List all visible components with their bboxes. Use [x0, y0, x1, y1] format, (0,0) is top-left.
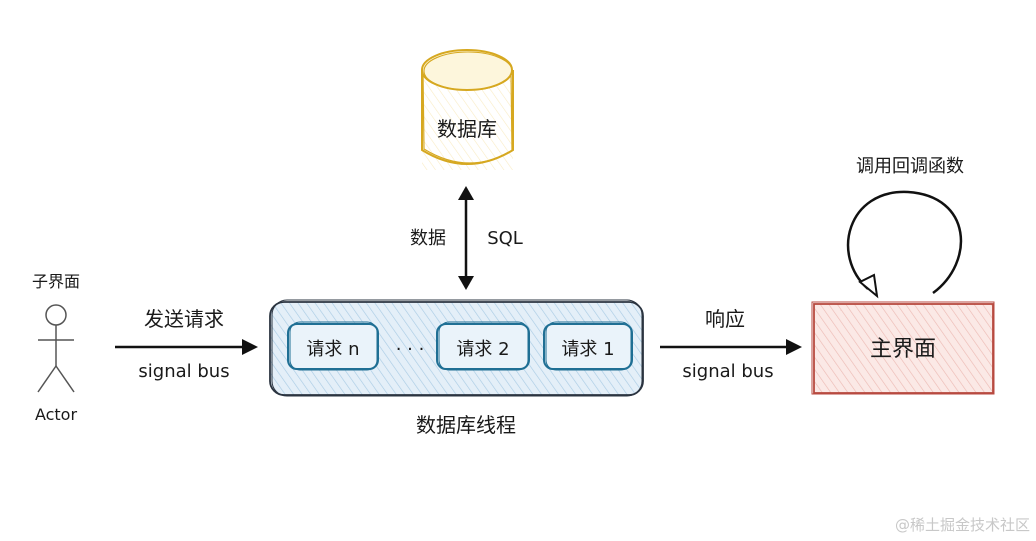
db-data-label: 数据 [410, 228, 446, 249]
requests-ellipsis: · · · [396, 339, 425, 360]
db-sql-label: SQL [487, 228, 523, 249]
db-thread-arrow [458, 186, 474, 290]
actor-caption: 子界面 [32, 272, 80, 291]
callback-label: 调用回调函数 [856, 156, 964, 177]
watermark-text: @稀土掘金技术社区 [895, 516, 1030, 534]
send-signal-bus-label: signal bus [138, 361, 229, 382]
request-2-label: 请求 2 [456, 339, 509, 360]
send-request-arrow [115, 339, 258, 355]
callback-loop-arrow [846, 190, 963, 299]
send-request-label: 发送请求 [144, 307, 224, 331]
request-n-box: 请求 n [287, 321, 379, 371]
actor-figure-icon [37, 304, 75, 393]
request-1-box: 请求 1 [543, 321, 633, 371]
request-2-box: 请求 2 [436, 321, 530, 371]
database-thread-label: 数据库线程 [416, 413, 516, 437]
main-ui-label: 主界面 [870, 337, 936, 362]
response-label: 响应 [705, 307, 745, 331]
main-ui-box: 主界面 [811, 301, 995, 395]
database-label: 数据库 [437, 117, 497, 141]
database-cylinder: 数据库 [421, 49, 514, 170]
response-arrow [660, 339, 802, 355]
actor-label: Actor [35, 405, 78, 424]
request-n-label: 请求 n [306, 339, 359, 360]
request-1-label: 请求 1 [561, 339, 614, 360]
response-signal-bus-label: signal bus [682, 361, 773, 382]
